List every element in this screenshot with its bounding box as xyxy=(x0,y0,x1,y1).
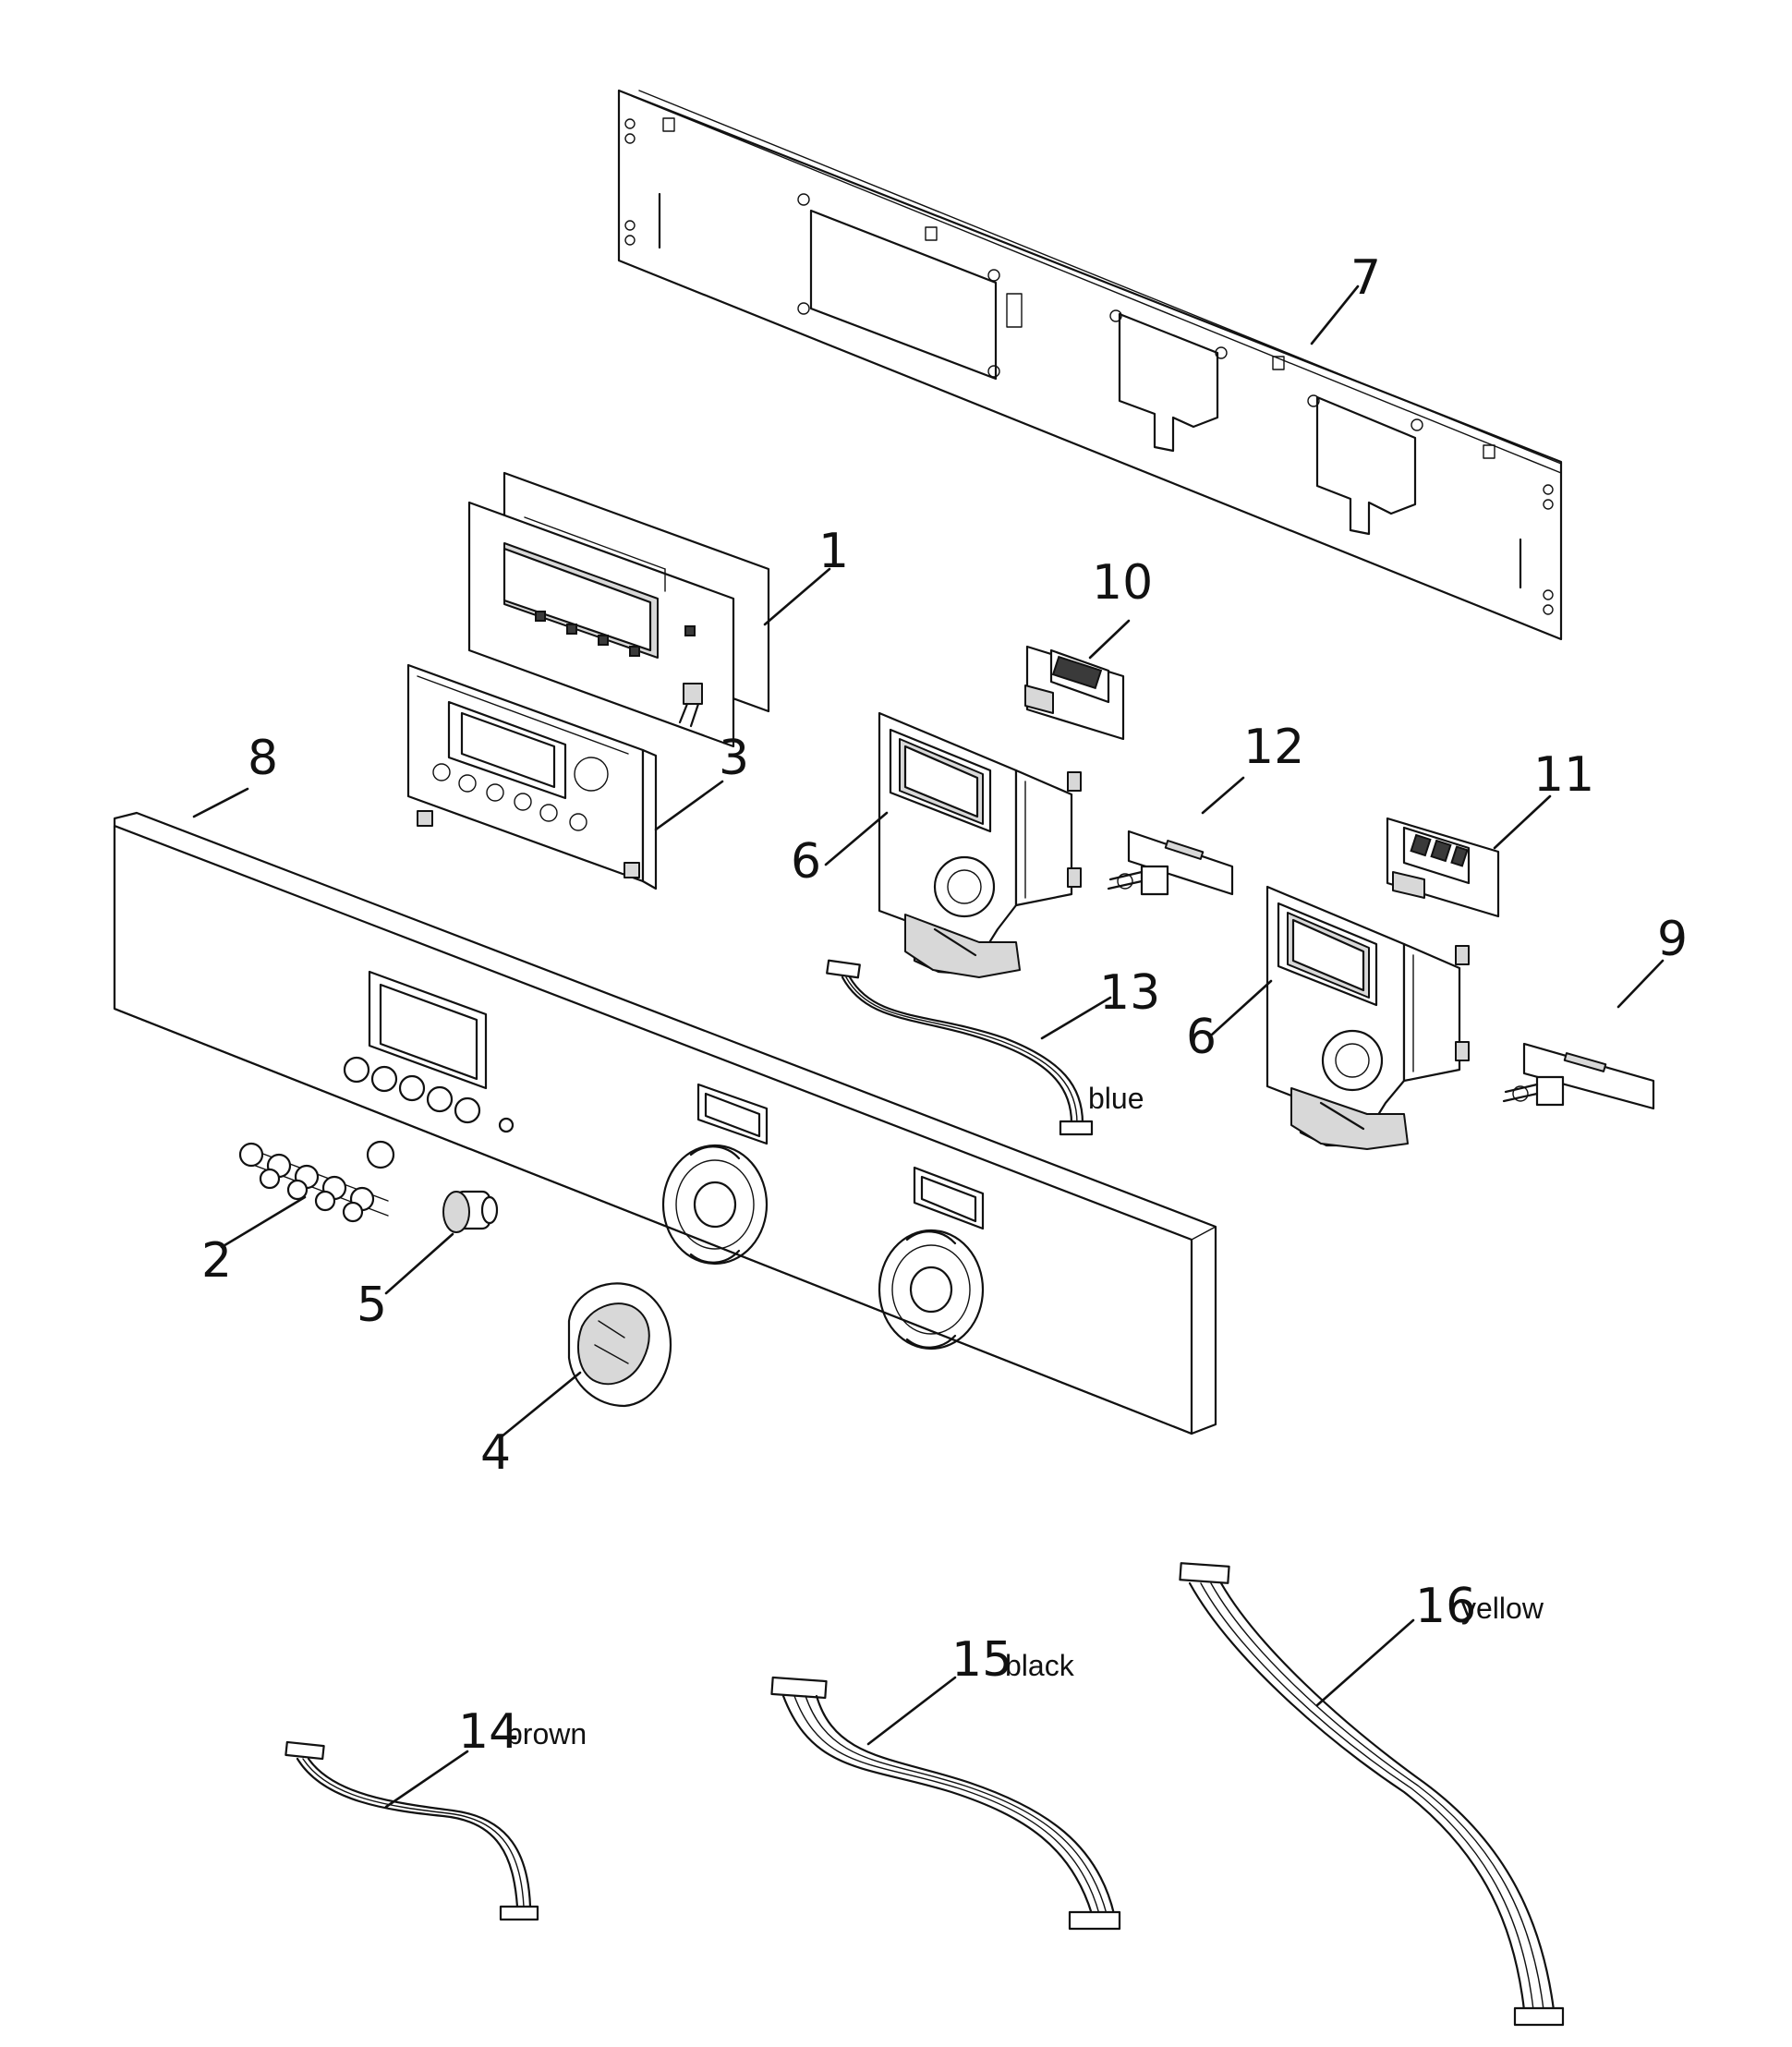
callout-14: 14 xyxy=(458,1704,519,1760)
leader-lines xyxy=(192,285,1665,1809)
wire-color-16: yellow xyxy=(1461,1592,1544,1625)
callout-1: 1 xyxy=(818,524,849,579)
callout-4: 4 xyxy=(480,1425,511,1481)
part-7-rear-bracket xyxy=(617,89,1563,641)
part-12-switch xyxy=(1107,830,1234,896)
part-13-wire-harness xyxy=(826,959,1094,1136)
callout-labels: 7 1 10 3 8 12 11 9 6 6 13 2 5 4 14 15 16 xyxy=(201,250,1688,1760)
part-9-switch xyxy=(1502,1042,1655,1110)
callout-2: 2 xyxy=(201,1233,232,1289)
callout-13: 13 xyxy=(1099,965,1160,1021)
callout-16: 16 xyxy=(1415,1579,1476,1634)
wire-color-14: brown xyxy=(506,1717,587,1750)
part-1-control-board xyxy=(467,471,770,748)
part-10-display-board xyxy=(1024,645,1125,741)
callout-11: 11 xyxy=(1533,747,1594,803)
callout-7: 7 xyxy=(1350,250,1381,306)
callout-10: 10 xyxy=(1092,555,1153,611)
part-14-wire-harness xyxy=(285,1740,539,1921)
callout-6-upper: 6 xyxy=(791,834,821,890)
wire-color-labels: blue brown black yellow xyxy=(506,1082,1544,1750)
part-3-display-housing xyxy=(406,663,658,890)
wire-color-13: blue xyxy=(1088,1082,1144,1115)
part-6-selector-housing-lower xyxy=(1265,885,1470,1150)
callout-15: 15 xyxy=(951,1632,1012,1688)
part-16-wire-harness xyxy=(1179,1562,1565,2027)
part-2-button-set xyxy=(238,1140,395,1223)
callout-6-lower: 6 xyxy=(1186,1010,1217,1065)
wire-color-15: black xyxy=(1005,1649,1075,1682)
callout-8: 8 xyxy=(248,731,278,786)
part-6-selector-housing-upper xyxy=(878,711,1082,978)
callout-12: 12 xyxy=(1243,720,1304,775)
callout-9: 9 xyxy=(1657,912,1688,967)
callout-3: 3 xyxy=(719,731,749,786)
part-8-front-panel xyxy=(113,811,1217,1435)
callout-5: 5 xyxy=(357,1278,387,1333)
part-4-main-knob xyxy=(567,1282,672,1408)
part-15-wire-harness xyxy=(770,1676,1121,1931)
part-11-display-board xyxy=(1386,817,1500,918)
part-5-small-knob xyxy=(442,1190,499,1233)
